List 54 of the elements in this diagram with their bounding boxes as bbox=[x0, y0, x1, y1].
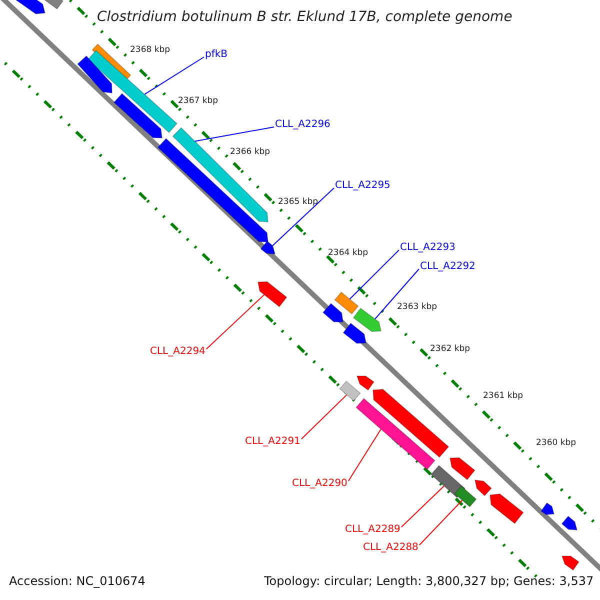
gene-feature bbox=[260, 240, 276, 254]
gene-label: CLL_A2292 bbox=[420, 261, 476, 272]
leader-line bbox=[272, 188, 334, 246]
tick-label: 2360 kbp bbox=[536, 439, 576, 448]
gene-feature bbox=[474, 480, 492, 496]
gene-feature bbox=[322, 302, 344, 322]
tick-label: 2363 kbp bbox=[397, 303, 438, 312]
gene-feature bbox=[561, 516, 578, 530]
leader-line bbox=[349, 250, 400, 300]
gene-label: CLL_A2294 bbox=[150, 346, 206, 357]
gene-feature bbox=[356, 376, 374, 391]
footer-text: Topology: circular; Length: 3,800,327 bp; Genes: 3,537 bbox=[264, 575, 594, 588]
tick-label: 2367 kbp bbox=[178, 97, 218, 106]
gene-feature bbox=[352, 308, 382, 332]
gene-feature bbox=[77, 55, 112, 94]
tick-label: 2365 kbp bbox=[278, 198, 318, 208]
gene-feature bbox=[372, 388, 450, 458]
gene-label: CLL_A2290 bbox=[292, 478, 348, 489]
tick-label: 2366 kbp bbox=[230, 148, 270, 158]
gene-feature bbox=[450, 457, 476, 480]
leader-line bbox=[374, 268, 420, 320]
gene-feature bbox=[14, 0, 46, 14]
gene-label: CLL_A2296 bbox=[275, 119, 330, 130]
gene-feature bbox=[356, 398, 436, 470]
leader-line bbox=[194, 126, 274, 142]
leader-line bbox=[206, 294, 265, 350]
gene-label: CLL_A2293 bbox=[400, 242, 456, 253]
gene-label: CLL_A2288 bbox=[363, 542, 418, 553]
gene-label: pfkB bbox=[205, 49, 228, 60]
title: Clostridium botulinum B str. Eklund 17B, complete genome bbox=[97, 10, 512, 26]
gene-feature bbox=[454, 486, 477, 508]
tick-label: 2364 kbp bbox=[328, 249, 368, 258]
leader-line bbox=[348, 428, 382, 482]
gene-feature bbox=[334, 292, 359, 314]
gene-feature bbox=[113, 93, 162, 138]
leader-line bbox=[144, 56, 204, 95]
gene-feature bbox=[561, 556, 580, 571]
tick-label: 2362 kbp bbox=[430, 345, 470, 354]
tick-label: 2361 kbp bbox=[483, 392, 524, 402]
gene-feature bbox=[540, 502, 555, 515]
gene-feature bbox=[339, 380, 361, 402]
gene-feature bbox=[342, 322, 366, 344]
footer-text: Accession: NC_010674 bbox=[9, 575, 146, 588]
gene-feature bbox=[172, 127, 268, 222]
leader-line bbox=[400, 486, 445, 528]
leader-line bbox=[300, 394, 348, 440]
tick-label: 2368 kbp bbox=[130, 46, 170, 56]
gene-label: CLL_A2291 bbox=[245, 436, 300, 447]
leader-line bbox=[418, 500, 463, 546]
gene-feature bbox=[258, 281, 288, 308]
gene-feature bbox=[490, 493, 524, 524]
gene-label: CLL_A2289 bbox=[345, 524, 400, 535]
gene-label: CLL_A2295 bbox=[335, 180, 390, 191]
gene-feature bbox=[157, 138, 268, 242]
